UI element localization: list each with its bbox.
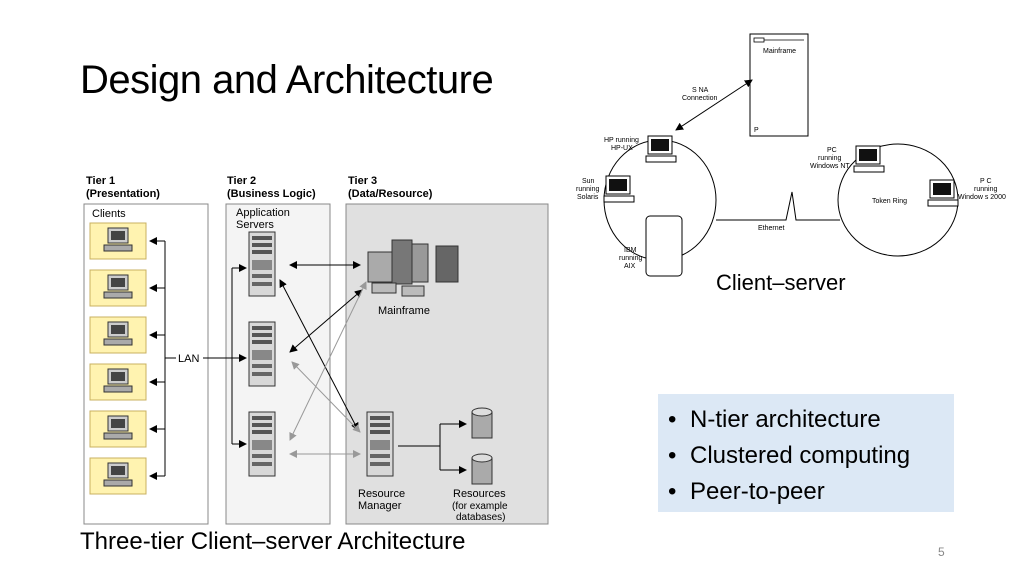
resource-manager-label-2: Manager: [358, 500, 402, 512]
tier1-subheading: (Presentation): [86, 188, 160, 200]
ethernet-label: Ethernet: [758, 225, 785, 232]
ibm-server-box: [645, 215, 683, 277]
resources-label: Resources: [453, 488, 506, 500]
bullet-item: •Clustered computing: [668, 438, 954, 474]
pc2000-label: P C: [980, 178, 992, 185]
ibm-label-2: running: [619, 255, 642, 262]
app-server-icon: [248, 411, 276, 477]
resources-label-2: (for example: [452, 501, 508, 512]
hp-pc-icon: [645, 135, 677, 163]
token-ring-label: Token Ring: [872, 198, 907, 205]
bullet-item: •N-tier architecture: [668, 402, 954, 438]
bullet-dot-icon: •: [668, 442, 677, 469]
bullet-box: •N-tier architecture •Clustered computin…: [658, 394, 954, 512]
sna-label-2: Connection: [682, 95, 718, 102]
lan-label: LAN: [178, 353, 199, 365]
hp-label-2: HP-UX: [611, 145, 633, 152]
client-pc-icon: [89, 316, 147, 354]
clients-label: Clients: [92, 208, 126, 220]
bullet-item: •Peer-to-peer: [668, 474, 954, 510]
pc2000-label-2: running: [974, 186, 997, 193]
client-pc-icon: [89, 269, 147, 307]
ibm-label-3: AIX: [624, 263, 636, 270]
resource-manager-label: Resource: [358, 488, 405, 500]
database-icon: [471, 453, 493, 485]
sun-label-3: Solaris: [577, 194, 599, 201]
app-servers-label-2: Servers: [236, 219, 274, 231]
pcnt-icon: [853, 145, 885, 173]
app-server-icon: [248, 231, 276, 297]
tier2-panel: [225, 203, 331, 525]
database-icon: [471, 407, 493, 439]
client-pc-icon: [89, 410, 147, 448]
app-servers-label: Application: [236, 207, 290, 219]
hp-label: HP running: [604, 137, 639, 144]
pcnt-label-2: running: [818, 155, 841, 162]
sun-label-2: running: [576, 186, 599, 193]
tier1-heading: Tier 1: [86, 175, 115, 187]
pcnt-label: PC: [827, 147, 837, 154]
tier2-heading: Tier 2: [227, 175, 256, 187]
client-pc-icon: [89, 363, 147, 401]
bullet-list: •N-tier architecture •Clustered computin…: [668, 402, 954, 510]
pcnt-label-3: Windows NT: [810, 163, 850, 170]
sun-label: Sun: [582, 178, 595, 185]
ibm-label: IBM: [624, 247, 637, 254]
mainframe-label: Mainframe: [378, 305, 430, 317]
sna-label: S NA: [692, 87, 709, 94]
client-server-caption: Client–server: [716, 270, 846, 295]
slide-title: Design and Architecture: [80, 58, 494, 102]
cs-mainframe-label: Mainframe: [763, 48, 796, 55]
client-pc-icon: [89, 222, 147, 260]
page-number: 5: [938, 545, 945, 559]
pc2000-label-3: Window s 2000: [958, 194, 1006, 201]
app-server-icon: [248, 321, 276, 387]
cs-mainframe-p: P: [754, 127, 759, 134]
pc2000-icon: [927, 179, 959, 207]
mainframe-icon: [367, 239, 459, 297]
tier3-subheading: (Data/Resource): [348, 188, 433, 200]
client-server-diagram: Mainframe P S NA Connection Ethernet Tok…: [576, 33, 1006, 277]
sun-pc-icon: [603, 175, 635, 203]
bullet-dot-icon: •: [668, 406, 677, 433]
three-tier-caption: Three-tier Client–server Architecture: [80, 528, 466, 555]
tier2-subheading: (Business Logic): [227, 188, 316, 200]
tier3-heading: Tier 3: [348, 175, 377, 187]
bullet-dot-icon: •: [668, 478, 677, 505]
resources-label-3: databases): [456, 512, 505, 523]
client-pc-icon: [89, 457, 147, 495]
resource-manager-icon: [366, 411, 394, 477]
